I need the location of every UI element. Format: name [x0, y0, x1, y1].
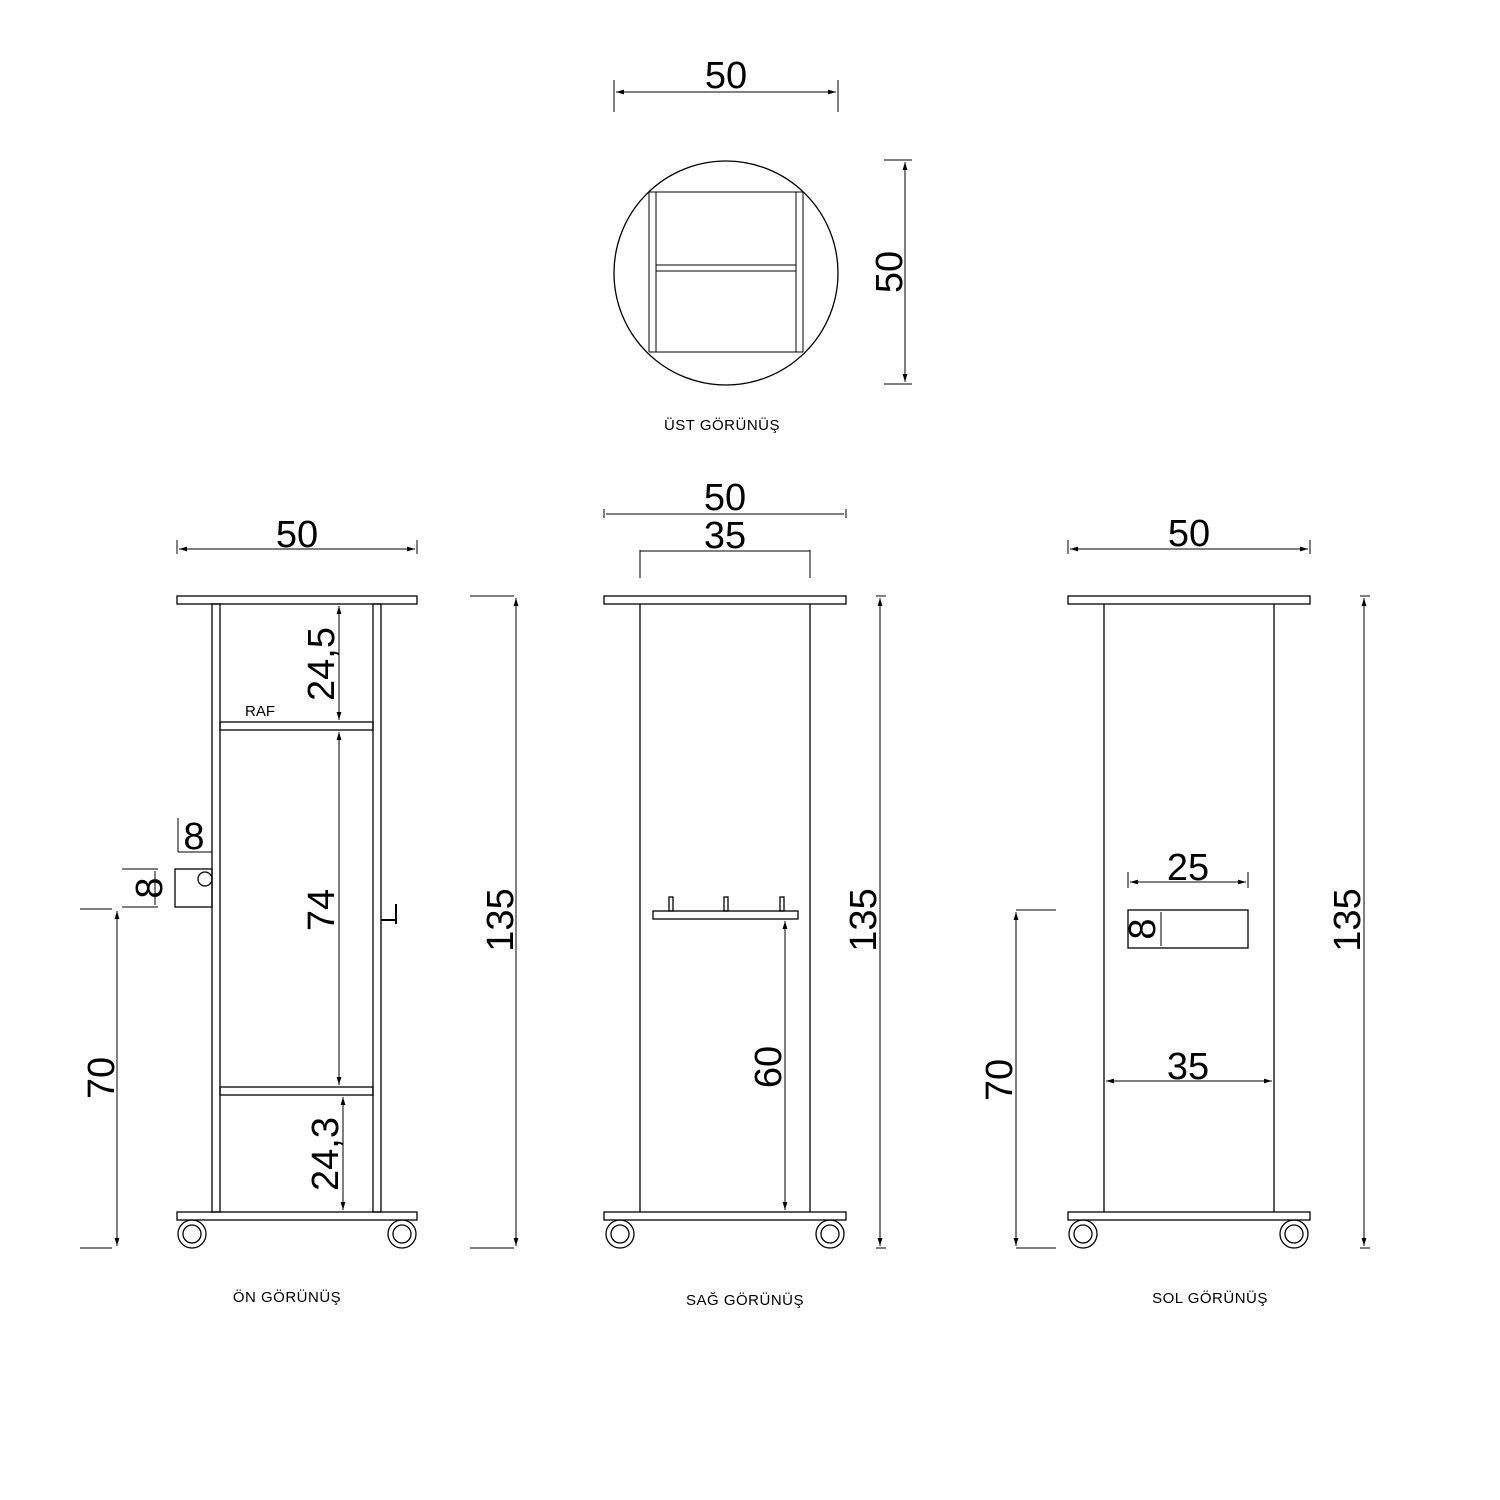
front-top-board [176, 595, 418, 605]
front-side-hook [381, 904, 397, 924]
front-top-gap-dimension: 24,5 [301, 606, 343, 720]
front-box-height-dimension: 8 [122, 868, 171, 908]
top-depth-label: 50 [869, 251, 911, 293]
right-hook-level-dimension: 60 [748, 921, 790, 1210]
front-top-gap-label: 24,5 [301, 627, 343, 701]
right-right-wheel [815, 1219, 845, 1249]
right-hook-pegs [668, 896, 785, 912]
left-width-dimension: 50 [1067, 513, 1311, 555]
front-view-caption: ÖN GÖRÜNÜŞ [233, 1288, 341, 1306]
left-slot-level-dimension: 70 [979, 909, 1056, 1249]
right-height-label: 135 [843, 888, 885, 951]
front-bottom-gap-label: 24,3 [305, 1117, 347, 1191]
right-height-dimension: 135 [843, 595, 886, 1249]
right-view: 50 35 60 [603, 477, 886, 1309]
front-box-height-label: 8 [129, 877, 171, 898]
top-width-dimension: 50 [613, 55, 839, 112]
left-slot-width-label: 25 [1167, 847, 1209, 889]
left-slot [1127, 909, 1249, 949]
front-height-dimension: 135 [470, 595, 522, 1249]
top-width-label: 50 [705, 55, 747, 97]
front-holder-knob [197, 871, 213, 887]
front-box-level-dimension: 70 [80, 908, 123, 1249]
front-bottom-board [176, 1211, 418, 1221]
right-left-wheel [605, 1219, 635, 1249]
right-hook-rail [652, 910, 799, 920]
front-hook-offset-label: 8 [183, 816, 204, 858]
front-middle-gap-label: 74 [301, 889, 343, 931]
front-width-dimension: 50 [176, 514, 418, 556]
right-view-caption: SAĞ GÖRÜNÜŞ [686, 1291, 804, 1309]
front-hook-offset-dimension: 8 [177, 816, 212, 858]
right-bottom-board [603, 1211, 847, 1221]
front-upper-shelf [219, 721, 374, 731]
right-inner-width-dimension: 35 [639, 515, 811, 578]
front-middle-gap-dimension: 74 [301, 732, 343, 1085]
left-slot-height-label: 8 [1122, 918, 1164, 939]
left-width-label: 50 [1168, 513, 1210, 555]
right-width-label: 50 [704, 477, 746, 519]
left-height-label: 135 [1327, 888, 1369, 951]
top-depth-dimension: 50 [869, 159, 912, 385]
top-view: 50 50 ÜST GÖRÜNÜŞ [613, 55, 912, 434]
shelf-label: RAF [245, 703, 275, 720]
right-inner-width-label: 35 [704, 515, 746, 557]
left-slot-height-dimension: 8 [1122, 912, 1164, 946]
top-view-caption: ÜST GÖRÜNÜŞ [664, 416, 780, 434]
left-slot-width-dimension: 25 [1127, 847, 1249, 889]
right-top-board [603, 595, 847, 605]
left-left-wheel [1068, 1219, 1098, 1249]
left-height-dimension: 135 [1327, 595, 1370, 1249]
left-view-caption: SOL GÖRÜNÜŞ [1152, 1289, 1268, 1307]
front-right-panel [372, 603, 382, 1213]
front-lower-shelf [219, 1086, 374, 1096]
front-right-wheel [387, 1219, 417, 1249]
left-view: 50 25 8 35 [979, 513, 1370, 1307]
left-top-board [1067, 595, 1311, 605]
front-view: 50 RAF 8 [80, 514, 522, 1306]
left-inner-width-label: 35 [1167, 1046, 1209, 1088]
top-frame-outline [648, 191, 804, 353]
round-table-top [613, 160, 839, 386]
front-left-wheel [177, 1219, 207, 1249]
front-bottom-gap-dimension: 24,3 [305, 1097, 347, 1210]
front-left-panel [211, 603, 221, 1213]
left-right-wheel [1279, 1219, 1309, 1249]
left-bottom-board [1067, 1211, 1311, 1221]
front-box-level-label: 70 [81, 1057, 123, 1099]
left-inner-width-dimension: 35 [1106, 1046, 1272, 1088]
front-side-holder-box [174, 868, 213, 908]
front-height-label: 135 [480, 888, 522, 951]
left-slot-level-label: 70 [979, 1059, 1021, 1101]
right-hook-level-label: 60 [748, 1046, 790, 1088]
front-width-label: 50 [276, 514, 318, 556]
right-width-dimension: 50 [603, 477, 847, 519]
